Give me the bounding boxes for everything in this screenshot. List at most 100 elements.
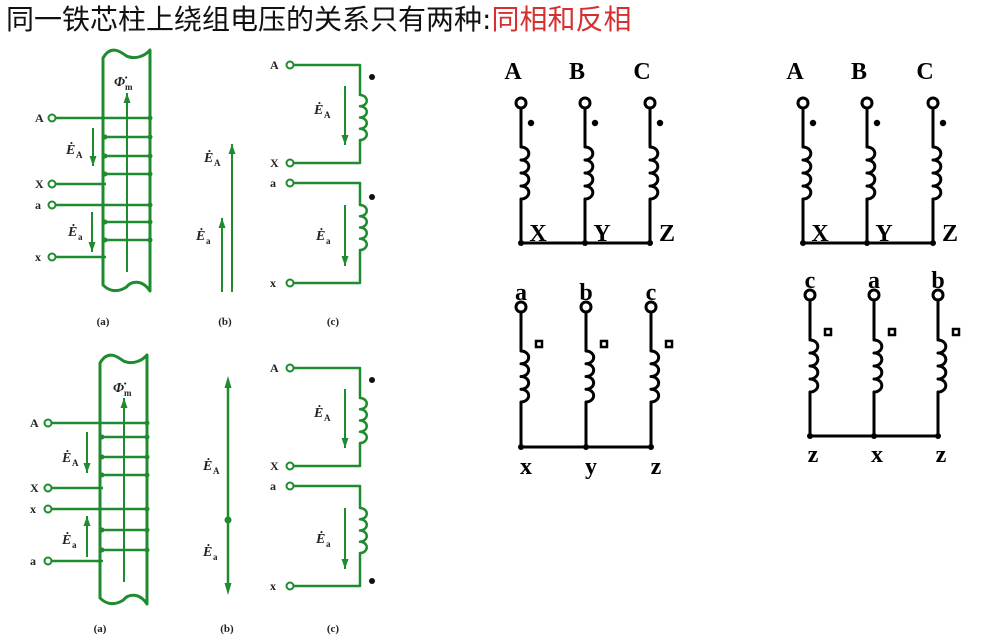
- arrowhead-icon: [88, 242, 96, 252]
- arrowhead-icon: [341, 559, 349, 569]
- polarity-dot-icon: [534, 339, 544, 349]
- terminal-icon: [285, 581, 295, 591]
- emf-subscript: a: [78, 232, 83, 242]
- polarity-dot-icon: [147, 171, 153, 177]
- polarity-dot-icon: [599, 339, 609, 349]
- polarity-dot-icon: [99, 434, 105, 440]
- terminal-icon: [867, 288, 881, 302]
- phase-terminal-label: c: [805, 268, 816, 294]
- phase-end-label: X: [811, 221, 829, 247]
- polarity-dot-icon: [144, 454, 150, 460]
- emf-label: Ė: [65, 141, 75, 158]
- emf-label: Ė: [315, 227, 325, 244]
- polarity-dot-icon: [144, 506, 150, 512]
- polarity-dot-icon: [147, 115, 153, 121]
- polarity-dot-icon: [823, 327, 833, 337]
- figure-caption: (b): [218, 316, 232, 328]
- polarity-dot-icon: [809, 119, 817, 127]
- terminal-label: A: [35, 111, 44, 125]
- terminal-icon: [43, 556, 53, 566]
- phase-end-label: Y: [875, 221, 892, 247]
- title-highlight: 同相和反相: [491, 3, 632, 36]
- polarity-dot-icon: [939, 119, 947, 127]
- slide-title: 同一铁芯柱上绕组电压的关系只有两种:同相和反相: [6, 2, 631, 38]
- flux-label: Φ̇: [113, 381, 127, 396]
- figure-caption: (c): [327, 623, 340, 635]
- polarity-dot-icon: [369, 578, 375, 584]
- flux-label: Φ̇: [114, 75, 128, 90]
- terminal-label: A: [270, 361, 279, 375]
- iron-core: [101, 48, 152, 293]
- emf-subscript: A: [76, 150, 83, 160]
- emf-subscript: A: [324, 413, 331, 423]
- terminal-label: a: [35, 198, 41, 212]
- polarity-dot-icon: [224, 516, 232, 524]
- emf-subscript: A: [213, 466, 220, 476]
- terminal-label: X: [35, 177, 44, 191]
- terminal-label: A: [270, 58, 279, 72]
- terminal-icon: [579, 300, 593, 314]
- terminal-icon: [285, 461, 295, 471]
- emf-subscript: a: [326, 539, 331, 549]
- emf-subscript: a: [326, 236, 331, 246]
- terminal-label: x: [35, 250, 41, 264]
- phase-end-label: x: [520, 454, 532, 480]
- terminal-icon: [43, 418, 53, 428]
- terminal-icon: [43, 504, 53, 514]
- terminal-icon: [47, 252, 57, 262]
- phase-winding: [584, 312, 596, 447]
- terminal-icon: [860, 96, 874, 110]
- flux-subscript: m: [125, 82, 133, 92]
- polarity-dot-icon: [527, 119, 535, 127]
- polarity-dot-icon: [102, 134, 108, 140]
- primary-winding: [293, 366, 368, 468]
- arrowhead-icon: [218, 218, 226, 228]
- phase-end-label: Z: [942, 221, 958, 247]
- phase-end-label: Y: [593, 221, 610, 247]
- polarity-dot-icon: [147, 202, 153, 208]
- polarity-dot-icon: [102, 237, 108, 243]
- polarity-dot-icon: [102, 153, 108, 159]
- title-prefix: 同一铁芯柱上绕组电压的关系只有两种:: [6, 3, 492, 36]
- polarity-dot-icon: [887, 327, 897, 337]
- terminal-icon: [926, 96, 940, 110]
- emf-label: Ė: [313, 101, 323, 118]
- polarity-dot-icon: [99, 472, 105, 478]
- phase-winding: [649, 312, 661, 447]
- arrowhead-icon: [224, 376, 232, 388]
- arrowhead-icon: [228, 144, 236, 154]
- phase-winding: [808, 300, 820, 436]
- emf-subscript: A: [324, 110, 331, 120]
- terminal-icon: [47, 200, 57, 210]
- emf-subscript: A: [72, 458, 79, 468]
- terminal-label: a: [270, 479, 276, 493]
- terminal-label: X: [30, 481, 39, 495]
- terminal-icon: [796, 96, 810, 110]
- arrowhead-icon: [341, 256, 349, 266]
- polarity-dot-icon: [656, 119, 664, 127]
- terminal-icon: [514, 96, 528, 110]
- phase-winding: [931, 108, 943, 243]
- emf-subscript: a: [72, 540, 77, 550]
- terminal-icon: [285, 481, 295, 491]
- polarity-dot-icon: [951, 327, 961, 337]
- polarity-dot-icon: [144, 420, 150, 426]
- phase-end-label: z: [808, 442, 819, 468]
- emf-label: Ė: [202, 543, 212, 560]
- terminal-label: A: [30, 416, 39, 430]
- polarity-dot-icon: [147, 237, 153, 243]
- phase-terminal-label: a: [515, 280, 527, 306]
- phase-winding: [583, 108, 595, 243]
- phase-terminal-label: B: [569, 59, 585, 85]
- phase-terminal-label: b: [931, 268, 944, 294]
- arrowhead-icon: [83, 516, 91, 526]
- terminal-icon: [285, 178, 295, 188]
- phase-end-label: z: [651, 454, 662, 480]
- terminal-label: x: [30, 502, 36, 516]
- terminal-icon: [47, 113, 57, 123]
- terminal-icon: [644, 300, 658, 314]
- terminal-icon: [285, 278, 295, 288]
- phase-terminal-label: B: [851, 59, 867, 85]
- phase-end-label: Z: [659, 221, 675, 247]
